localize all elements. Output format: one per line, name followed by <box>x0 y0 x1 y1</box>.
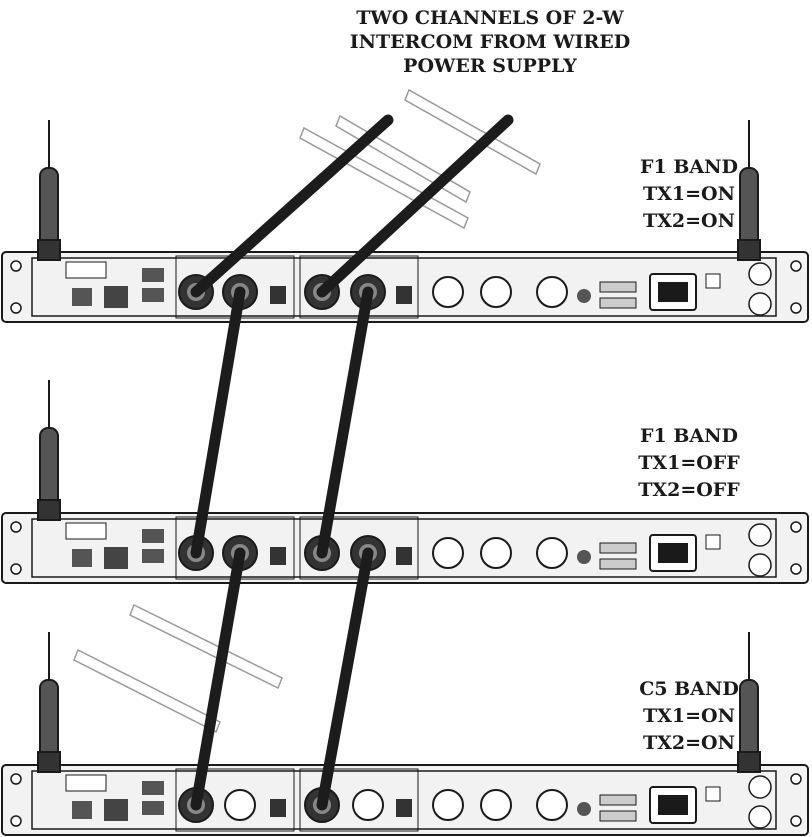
rack-ear-hole-right <box>790 815 802 827</box>
rack-ear-hole-left <box>10 815 22 827</box>
rack-ear-hole-left <box>10 563 22 575</box>
rack-unit-2 <box>1 512 809 584</box>
xlr-connector <box>480 537 512 569</box>
rack-ear-hole-right <box>790 302 802 314</box>
antenna-icon <box>737 120 761 261</box>
xlr-connector <box>432 276 464 308</box>
xlr-connector <box>536 789 568 821</box>
loose-cable-3 <box>404 88 541 176</box>
title-line-1: TWO CHANNELS OF 2-W <box>356 7 624 29</box>
antenna-icon <box>37 380 61 521</box>
antenna-icon <box>737 632 761 773</box>
xlr-connector <box>352 789 384 821</box>
cable-unit1-unit2-ch2 <box>316 286 374 559</box>
diagram-title: TWO CHANNELS OF 2-W INTERCOM FROM WIRED … <box>300 6 680 78</box>
unit-3-label: C5 BAND TX1=ON TX2=ON <box>624 676 754 757</box>
unit-3-band: C5 BAND <box>639 678 739 700</box>
cable-unit2-unit3-ch1 <box>190 547 246 811</box>
loose-cable-4 <box>129 603 283 690</box>
unit-3-tx1: TX1=ON <box>643 705 735 727</box>
rack-ear-hole-left <box>10 302 22 314</box>
xlr-connector <box>432 537 464 569</box>
xlr-connector <box>480 276 512 308</box>
cable-unit1-unit2-ch1 <box>190 286 246 559</box>
rack-ear-hole-right <box>790 260 802 272</box>
antenna-icon <box>37 120 61 261</box>
unit-1-tx2: TX2=ON <box>643 210 735 232</box>
xlr-connector <box>432 789 464 821</box>
rack-ear-hole-right <box>790 521 802 533</box>
connected-cables <box>190 114 514 811</box>
rack-ear-hole-right <box>790 773 802 785</box>
unit-1-label: F1 BAND TX1=ON TX2=ON <box>624 154 754 235</box>
rack-unit-3 <box>1 764 809 836</box>
unit-1-tx1: TX1=ON <box>643 183 735 205</box>
title-line-3: POWER SUPPLY <box>403 55 577 77</box>
rack-ear-hole-left <box>10 260 22 272</box>
unit-2-label: F1 BAND TX1=OFF TX2=OFF <box>624 423 754 504</box>
antenna-icon <box>37 632 61 773</box>
title-line-2: INTERCOM FROM WIRED <box>349 31 631 53</box>
unit-1-band: F1 BAND <box>640 156 738 178</box>
xlr-connector <box>536 276 568 308</box>
xlr-connector <box>224 789 256 821</box>
xlr-connector <box>480 789 512 821</box>
rack-unit-1 <box>1 251 809 323</box>
loose-cable-5 <box>73 648 221 734</box>
rack-ear-hole-left <box>10 773 22 785</box>
xlr-connector <box>536 537 568 569</box>
unit-2-band: F1 BAND <box>640 425 738 447</box>
unit-2-tx1: TX1=OFF <box>638 452 740 474</box>
cable-supply-ch1 <box>190 114 394 298</box>
unit-2-tx2: TX2=OFF <box>638 479 740 501</box>
rack-ear-hole-left <box>10 521 22 533</box>
antennas <box>37 120 761 773</box>
cable-supply-ch2 <box>316 114 514 298</box>
cable-unit2-unit3-ch2 <box>316 547 374 811</box>
rack-ear-hole-right <box>790 563 802 575</box>
unit-3-tx2: TX2=ON <box>643 732 735 754</box>
